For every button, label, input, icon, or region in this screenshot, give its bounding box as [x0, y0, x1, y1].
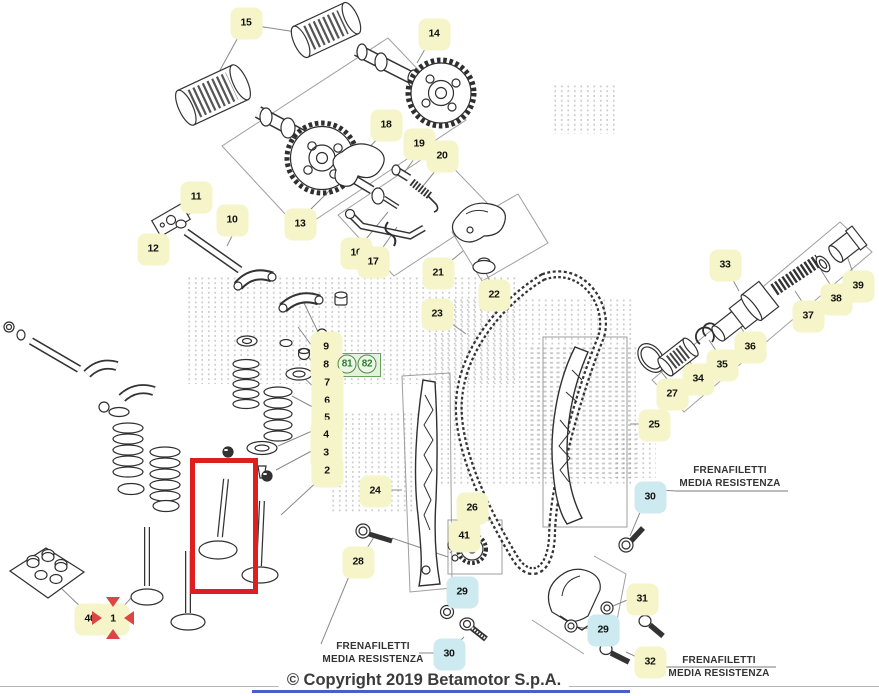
part-balloon-23[interactable]: 23 [421, 298, 454, 331]
note-frenafiletti-bottom-right: FRENAFILETTI MEDIA RESISTENZA [668, 655, 769, 680]
balloon-number: 27 [666, 387, 678, 399]
part-balloon-25[interactable]: 25 [638, 409, 671, 442]
balloon-number: 39 [852, 279, 864, 291]
part-balloon-37[interactable]: 37 [792, 300, 825, 333]
balloon-number: 25 [648, 418, 660, 430]
balloon-number: 40 [84, 612, 96, 624]
part-balloon-82[interactable]: 82 [357, 354, 377, 374]
note-line: FRENAFILETTI [336, 641, 410, 652]
balloon-number: 35 [716, 358, 728, 370]
note-line: MEDIA RESISTENZA [322, 653, 424, 665]
balloon-number: 28 [352, 555, 364, 567]
balloon-number: 6 [324, 394, 330, 406]
part-balloon-36[interactable]: 36 [734, 331, 767, 364]
balloon-number: 41 [458, 529, 470, 541]
balloon-number: 15 [240, 16, 252, 28]
balloon-number: 26 [466, 501, 478, 513]
part-balloon-20[interactable]: 20 [426, 140, 459, 173]
balloon-number: 3 [323, 446, 329, 458]
balloon-number: 18 [380, 118, 392, 130]
part-balloon-18[interactable]: 18 [370, 109, 403, 142]
balloon-number: 5 [324, 411, 330, 423]
balloon-number: 31 [636, 592, 648, 604]
balloon-number: 10 [226, 213, 238, 225]
part-balloon-29-b[interactable]: 29 [587, 614, 620, 647]
footer-accent-line [252, 690, 630, 693]
part-balloon-10[interactable]: 10 [216, 204, 249, 237]
balloon-number: 19 [413, 137, 425, 149]
part-balloon-15[interactable]: 15 [230, 7, 263, 40]
selection-arrow-right-icon [92, 611, 102, 625]
part-balloon-14[interactable]: 14 [418, 18, 451, 51]
balloon-number: 30 [443, 647, 455, 659]
part-balloon-12[interactable]: 12 [137, 233, 170, 266]
balloon-number: 33 [719, 258, 731, 270]
balloon-number: 2 [324, 464, 330, 476]
balloon-number: 7 [324, 376, 330, 388]
part-balloon-39[interactable]: 39 [842, 270, 875, 303]
balloon-number: 37 [802, 309, 814, 321]
note-frenafiletti-right: FRENAFILETTI MEDIA RESISTENZA [679, 465, 780, 490]
balloon-number: 24 [369, 484, 381, 496]
balloon-number: 23 [431, 307, 443, 319]
balloon-number: 9 [323, 340, 329, 352]
balloon-number: 36 [744, 340, 756, 352]
part-balloon-31[interactable]: 31 [626, 583, 659, 616]
balloon-number: 11 [190, 190, 202, 202]
balloon-number: 4 [323, 428, 329, 440]
balloon-number: 81 [341, 358, 353, 370]
balloon-number: 17 [367, 255, 379, 267]
note-line: FRENAFILETTI [693, 465, 767, 476]
balloon-number: 38 [830, 292, 842, 304]
part-balloon-13[interactable]: 13 [284, 208, 317, 241]
part-balloon-32[interactable]: 32 [634, 646, 667, 679]
balloon-number: 16 [350, 246, 362, 258]
part-balloon-30-a[interactable]: 30 [433, 638, 466, 671]
balloon-number: 21 [432, 266, 444, 278]
selection-highlight-rect [190, 458, 258, 594]
part-balloon-81[interactable]: 81 [337, 354, 357, 374]
selection-arrow-left-icon [124, 611, 134, 625]
part-balloon-30-b[interactable]: 30 [634, 481, 667, 514]
note-frenafiletti-bottom: FRENAFILETTI MEDIA RESISTENZA [322, 641, 423, 666]
part-balloon-35[interactable]: 35 [706, 349, 739, 382]
part-balloon-29-a[interactable]: 29 [446, 576, 479, 609]
balloon-number: 8 [323, 358, 329, 370]
balloon-number: 29 [597, 623, 609, 635]
balloon-number: 29 [456, 585, 468, 597]
balloon-number: 14 [428, 27, 440, 39]
balloon-number: 13 [294, 217, 306, 229]
balloon-number: 22 [488, 288, 500, 300]
part-balloon-26[interactable]: 26 [456, 492, 489, 525]
balloon-number: 34 [692, 372, 704, 384]
note-line: MEDIA RESISTENZA [679, 477, 781, 489]
selection-arrow-down-icon [106, 597, 120, 607]
part-balloon-11[interactable]: 11 [180, 181, 213, 214]
part-balloon-33[interactable]: 33 [709, 249, 742, 282]
part-balloon-27[interactable]: 27 [656, 378, 689, 411]
part-balloon-2[interactable]: 2 [311, 455, 344, 488]
selection-arrow-up-icon [106, 629, 120, 639]
balloon-number: 1 [110, 612, 116, 624]
part-balloon-24[interactable]: 24 [359, 475, 392, 508]
part-balloon-28[interactable]: 28 [342, 546, 375, 579]
balloon-number: 20 [436, 149, 448, 161]
part-balloon-21[interactable]: 21 [422, 257, 455, 290]
note-line: FRENAFILETTI [682, 655, 756, 666]
part-balloon-17[interactable]: 17 [357, 246, 390, 279]
part-balloon-34[interactable]: 34 [682, 363, 715, 396]
balloon-number: 12 [147, 242, 159, 254]
balloon-number: 82 [361, 358, 373, 370]
part-balloon-22[interactable]: 22 [478, 279, 511, 312]
balloon-number: 30 [644, 490, 656, 502]
note-line: MEDIA RESISTENZA [668, 667, 770, 679]
part-balloon-41[interactable]: 41 [448, 520, 481, 553]
balloon-number: 32 [644, 655, 656, 667]
part-balloon-1[interactable]: 1 [97, 603, 130, 636]
watermark-dots [552, 84, 616, 134]
copyright-text: © Copyright 2019 Betamotor S.p.A. [278, 671, 570, 690]
